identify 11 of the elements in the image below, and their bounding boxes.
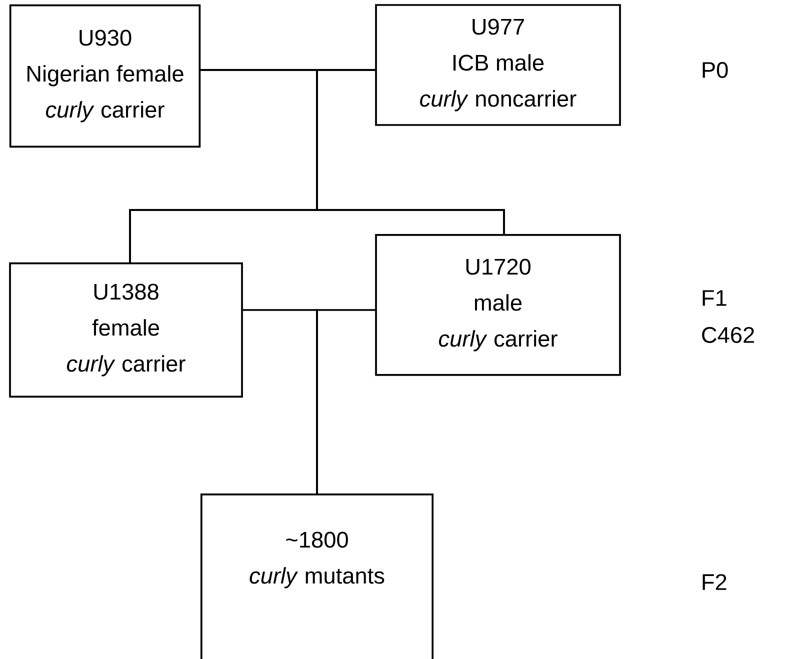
generation-label: F1: [702, 290, 726, 306]
pedigree-box: U1388 female curly carrier: [9, 262, 243, 398]
pedigree-line: [316, 309, 376, 494]
pedigree-box: U930 Nigerian female curly carrier: [9, 4, 201, 148]
pedigree-line: [316, 69, 505, 234]
generation-label: P0: [702, 62, 728, 78]
pedigree-box: U1720 male curly carrier: [375, 234, 621, 376]
generation-label: C462: [702, 326, 754, 344]
pedigree-box: ~1800 curly mutants: [200, 493, 434, 659]
pedigree-box: U977 ICB male curly noncarrier: [375, 4, 621, 126]
generation-label: F2: [702, 574, 726, 590]
